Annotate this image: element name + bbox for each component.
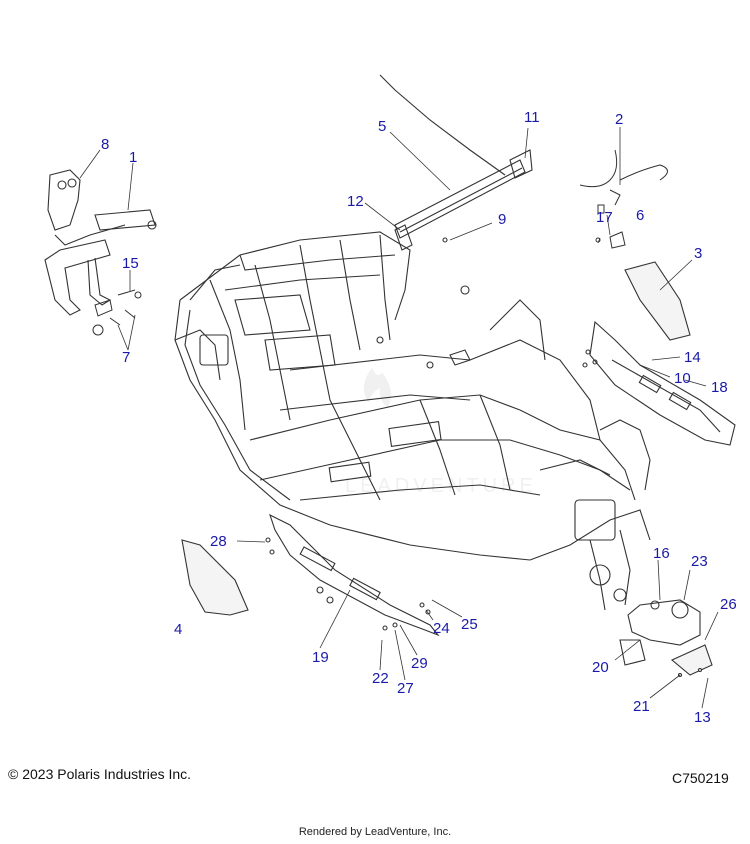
watermark-text: LEADVENTURE [345, 475, 537, 497]
callout-22: 22 [372, 670, 389, 687]
callout-7: 7 [122, 349, 131, 366]
side-panel-right [624, 261, 691, 341]
wiring-harness [579, 149, 668, 249]
diagram-code: C750219 [672, 770, 729, 786]
callout-11: 11 [524, 109, 540, 126]
front-bumper [619, 599, 701, 666]
callout-26: 26 [720, 596, 737, 613]
callout-15: 15 [122, 255, 139, 272]
callout-12: 12 [347, 193, 364, 210]
callout-20: 20 [592, 659, 609, 676]
rock-slider-left [265, 513, 440, 637]
skid-plate [670, 644, 713, 678]
callout-14: 14 [684, 349, 701, 366]
leader-lines [79, 127, 719, 709]
copyright-text: © 2023 Polaris Industries Inc. [8, 766, 192, 782]
light-bar [379, 74, 533, 251]
rear-bumper [44, 169, 157, 316]
bumper-hardware [92, 289, 142, 336]
callout-28: 28 [210, 533, 227, 550]
callout-27: 27 [397, 680, 414, 697]
callout-1: 1 [129, 149, 138, 166]
main-frame [174, 231, 651, 611]
rock-slider-right [582, 320, 736, 446]
callout-23: 23 [691, 553, 708, 570]
callout-5: 5 [378, 118, 387, 135]
callout-3: 3 [694, 245, 703, 262]
callout-8: 8 [101, 136, 110, 153]
callout-2: 2 [615, 111, 624, 128]
callout-6: 6 [636, 207, 645, 224]
callout-21: 21 [633, 698, 650, 715]
callout-4: 4 [174, 621, 183, 638]
callout-19: 19 [312, 649, 329, 666]
rendered-by-text: Rendered by LeadVenture, Inc. [298, 826, 452, 838]
callout-25: 25 [461, 616, 478, 633]
callout-9: 9 [498, 211, 507, 228]
callout-17: 17 [596, 209, 613, 226]
callout-24: 24 [433, 620, 450, 637]
callout-13: 13 [694, 709, 711, 726]
side-panel-left [181, 539, 249, 616]
callout-10: 10 [674, 370, 691, 387]
callout-29: 29 [411, 655, 428, 672]
watermark: LEADVENTURE [345, 368, 537, 497]
callout-18: 18 [711, 379, 728, 396]
callout-16: 16 [653, 545, 670, 562]
